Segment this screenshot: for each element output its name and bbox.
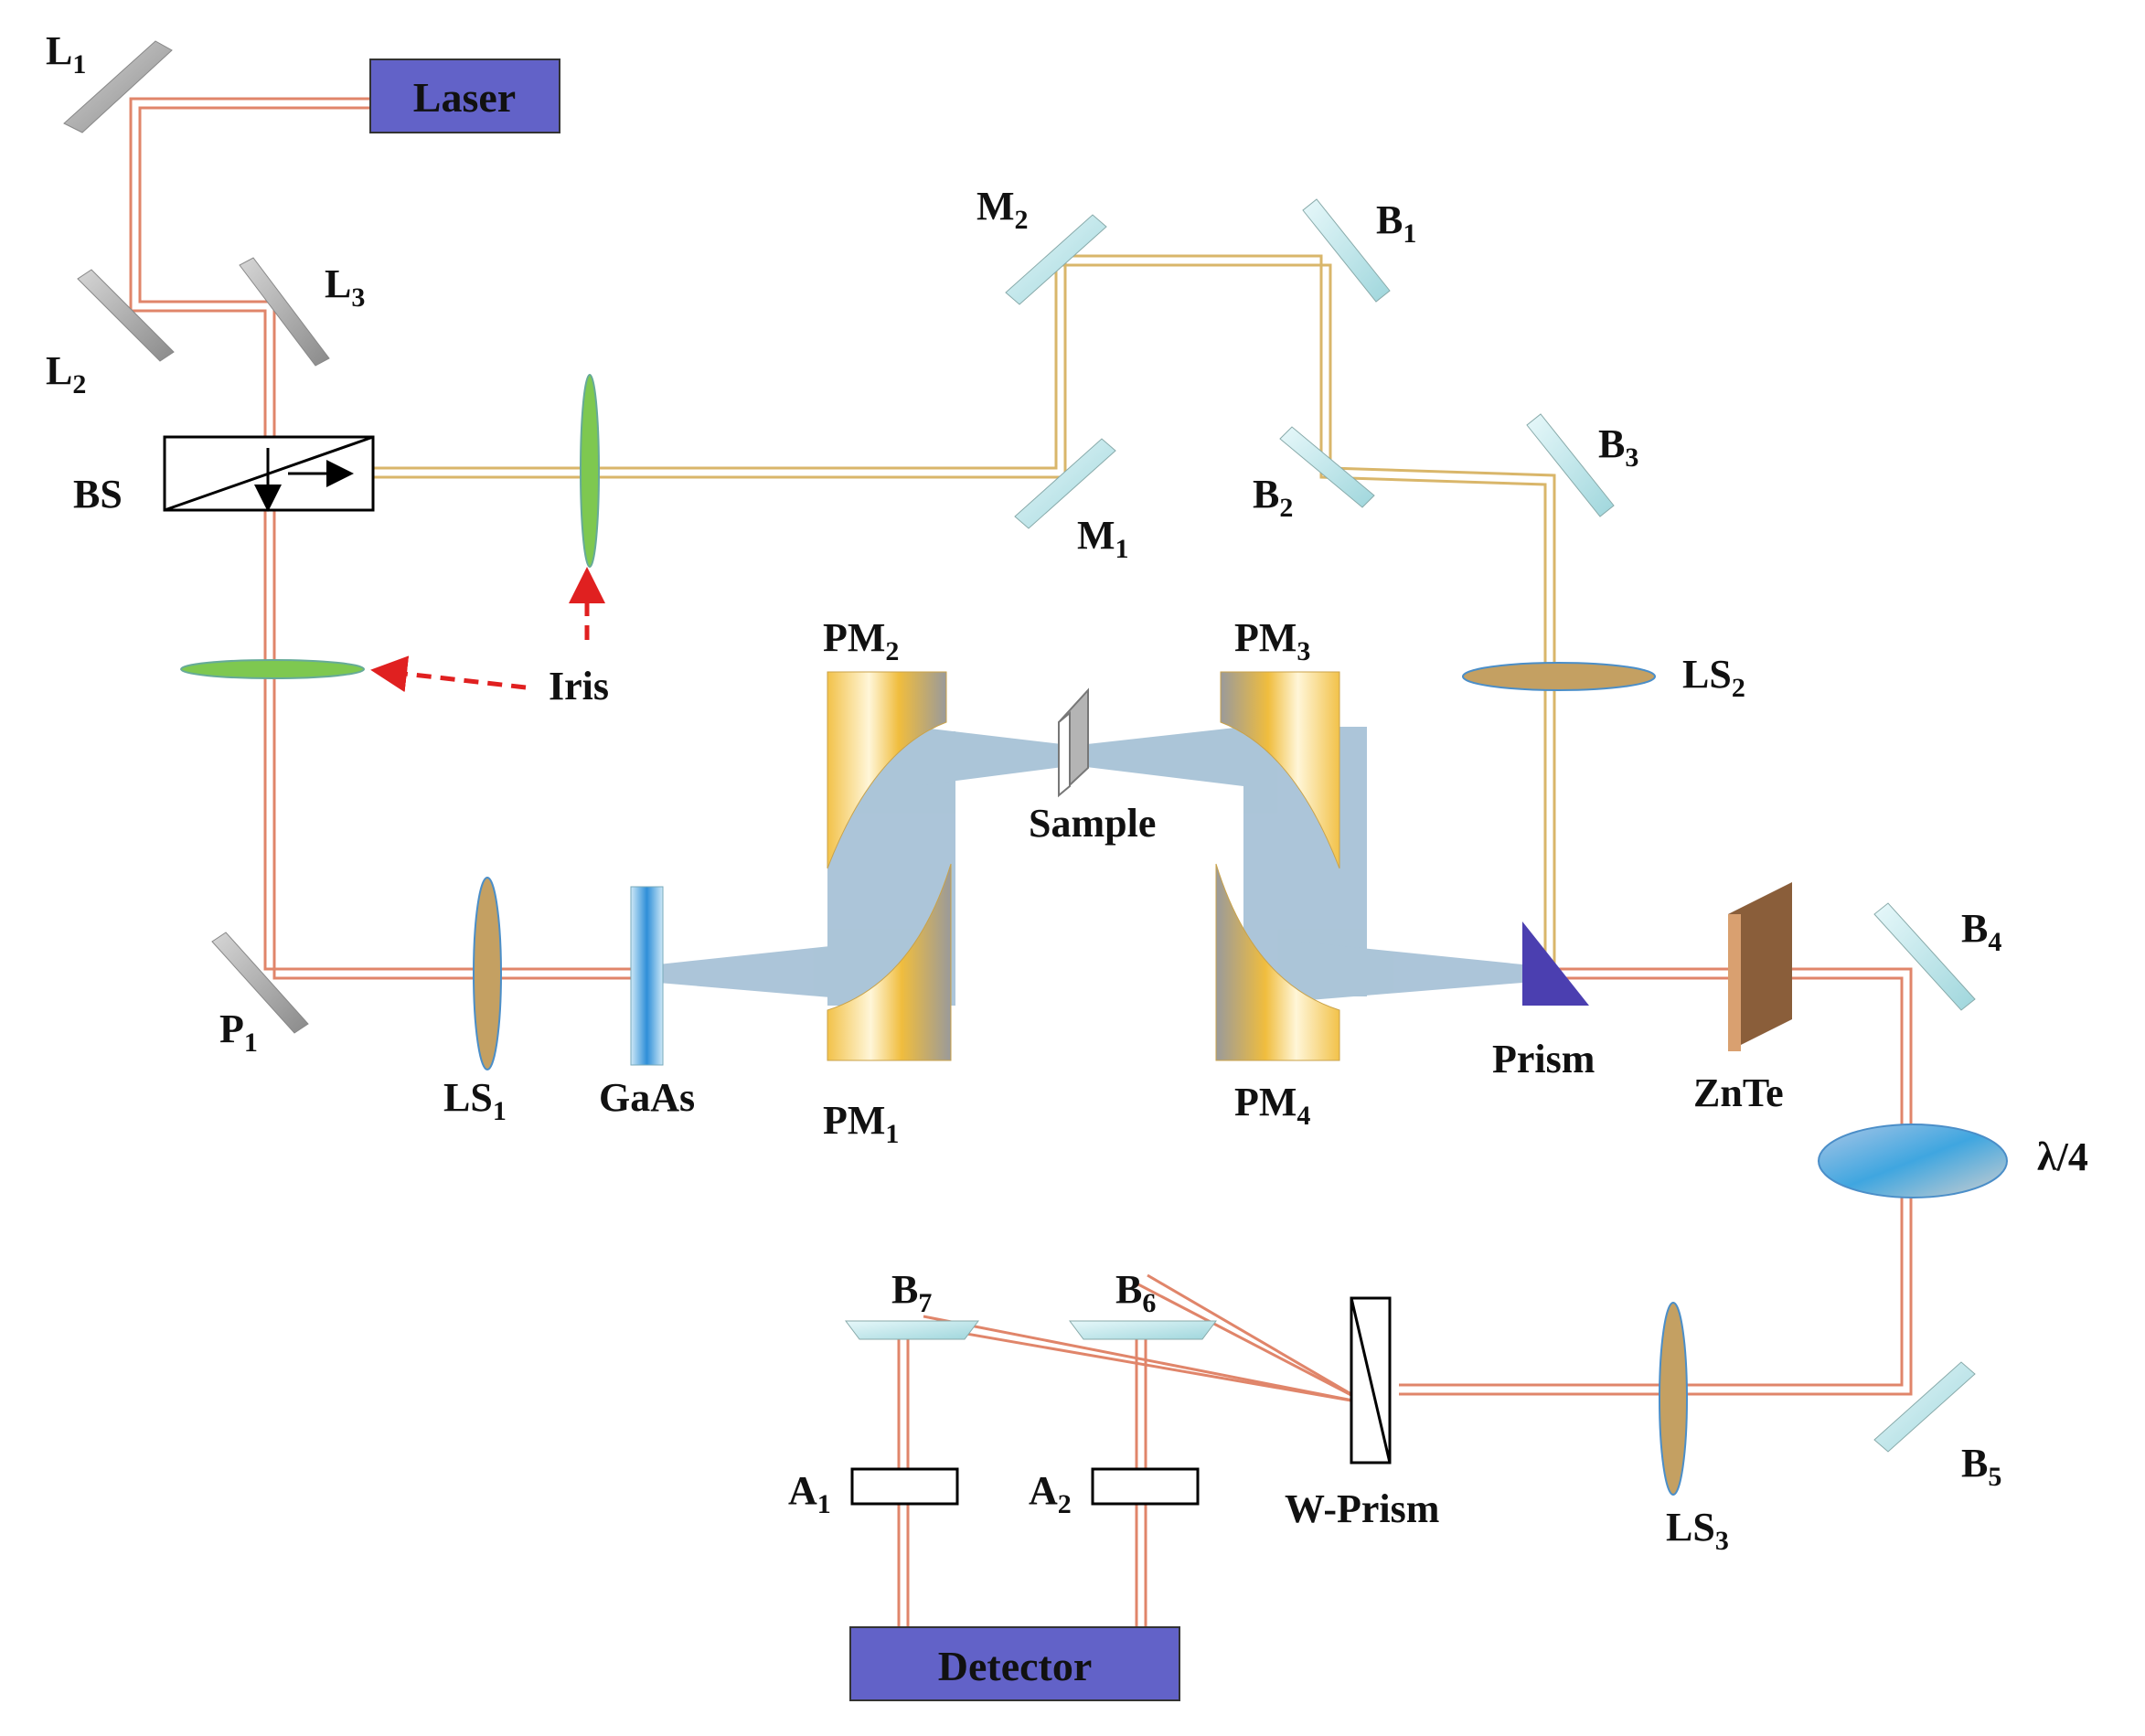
label-w-prism: W-Prism: [1285, 1486, 1439, 1531]
parabolic-mirror-PM2: [827, 671, 947, 869]
parabolic-mirror-PM3: [1220, 671, 1340, 869]
mirror-L2: [77, 269, 175, 362]
label-PM1: PM1: [823, 1098, 899, 1149]
laser-label: Laser: [413, 74, 516, 121]
mirror-B6: [1069, 1320, 1217, 1340]
label-LS2: LS2: [1682, 652, 1745, 703]
mirror-B2: [1279, 426, 1375, 508]
gaas-emitter: [630, 886, 664, 1066]
mirror-M1: [1014, 438, 1116, 529]
label-iris: Iris: [549, 664, 609, 708]
laser-source: Laser: [369, 59, 560, 133]
component-labels: L1 L2 L3 BS Iris P1 LS1 GaAs PM1 PM2 PM3…: [46, 28, 2088, 1556]
iris-lens-horizontal: [180, 659, 365, 679]
label-L1: L1: [46, 28, 86, 80]
wollaston-prism: [1350, 1296, 1392, 1464]
iris-arrows: [370, 567, 605, 693]
parabolic-mirror-PM1: [827, 863, 952, 1061]
label-znte: ZnTe: [1693, 1070, 1784, 1115]
label-A1: A1: [788, 1468, 831, 1519]
label-BS: BS: [73, 472, 123, 517]
label-B1: B1: [1376, 197, 1416, 249]
sample: [1058, 687, 1089, 798]
analyzer-A2: [1091, 1467, 1200, 1506]
detector-label: Detector: [938, 1643, 1093, 1689]
iris-lens-vertical: [580, 374, 600, 568]
mirror-L3: [239, 257, 330, 367]
label-B4: B4: [1961, 906, 2001, 957]
lens-LS2: [1462, 662, 1656, 691]
lens-LS1: [473, 877, 502, 1070]
label-LS1: LS1: [443, 1075, 507, 1126]
label-P1: P1: [219, 1006, 258, 1058]
label-B2: B2: [1253, 472, 1293, 523]
label-B6: B6: [1115, 1267, 1156, 1318]
label-prism: Prism: [1492, 1037, 1595, 1081]
label-B3: B3: [1598, 421, 1638, 473]
mirror-M2: [1005, 214, 1107, 305]
label-L3: L3: [325, 261, 365, 313]
label-quarter-wave-plate: λ/4: [2037, 1134, 2088, 1179]
quarter-wave-plate: [1818, 1124, 2008, 1198]
label-PM2: PM2: [823, 615, 899, 666]
mirror-B5: [1873, 1361, 1976, 1453]
znte-crystal: [1728, 882, 1792, 1051]
probe-beam-path: [370, 254, 1556, 964]
pump-beam-path: [129, 97, 1913, 1627]
label-PM3: PM3: [1234, 615, 1310, 666]
mirror-L1: [63, 40, 173, 133]
label-M1: M1: [1077, 513, 1129, 564]
beam-splitter: [163, 435, 375, 512]
label-LS3: LS3: [1666, 1505, 1729, 1556]
prism: [1522, 921, 1589, 1006]
label-B7: B7: [891, 1267, 932, 1318]
detector: Detector: [849, 1626, 1180, 1701]
label-L2: L2: [46, 348, 86, 399]
label-M2: M2: [976, 184, 1029, 235]
label-gaas: GaAs: [599, 1075, 695, 1120]
mirror-B1: [1302, 198, 1391, 303]
analyzer-A1: [850, 1467, 959, 1506]
thz-beam: [658, 727, 1522, 1006]
mirror-P1: [211, 932, 309, 1034]
label-A2: A2: [1029, 1468, 1072, 1519]
label-PM4: PM4: [1234, 1080, 1310, 1131]
mirror-B4: [1873, 902, 1976, 1011]
parabolic-mirror-PM4: [1215, 863, 1340, 1061]
lens-LS3: [1659, 1302, 1688, 1496]
mirror-B7: [845, 1320, 979, 1340]
label-sample: Sample: [1029, 801, 1156, 846]
label-B5: B5: [1961, 1441, 2001, 1492]
mirror-B3: [1526, 413, 1615, 517]
